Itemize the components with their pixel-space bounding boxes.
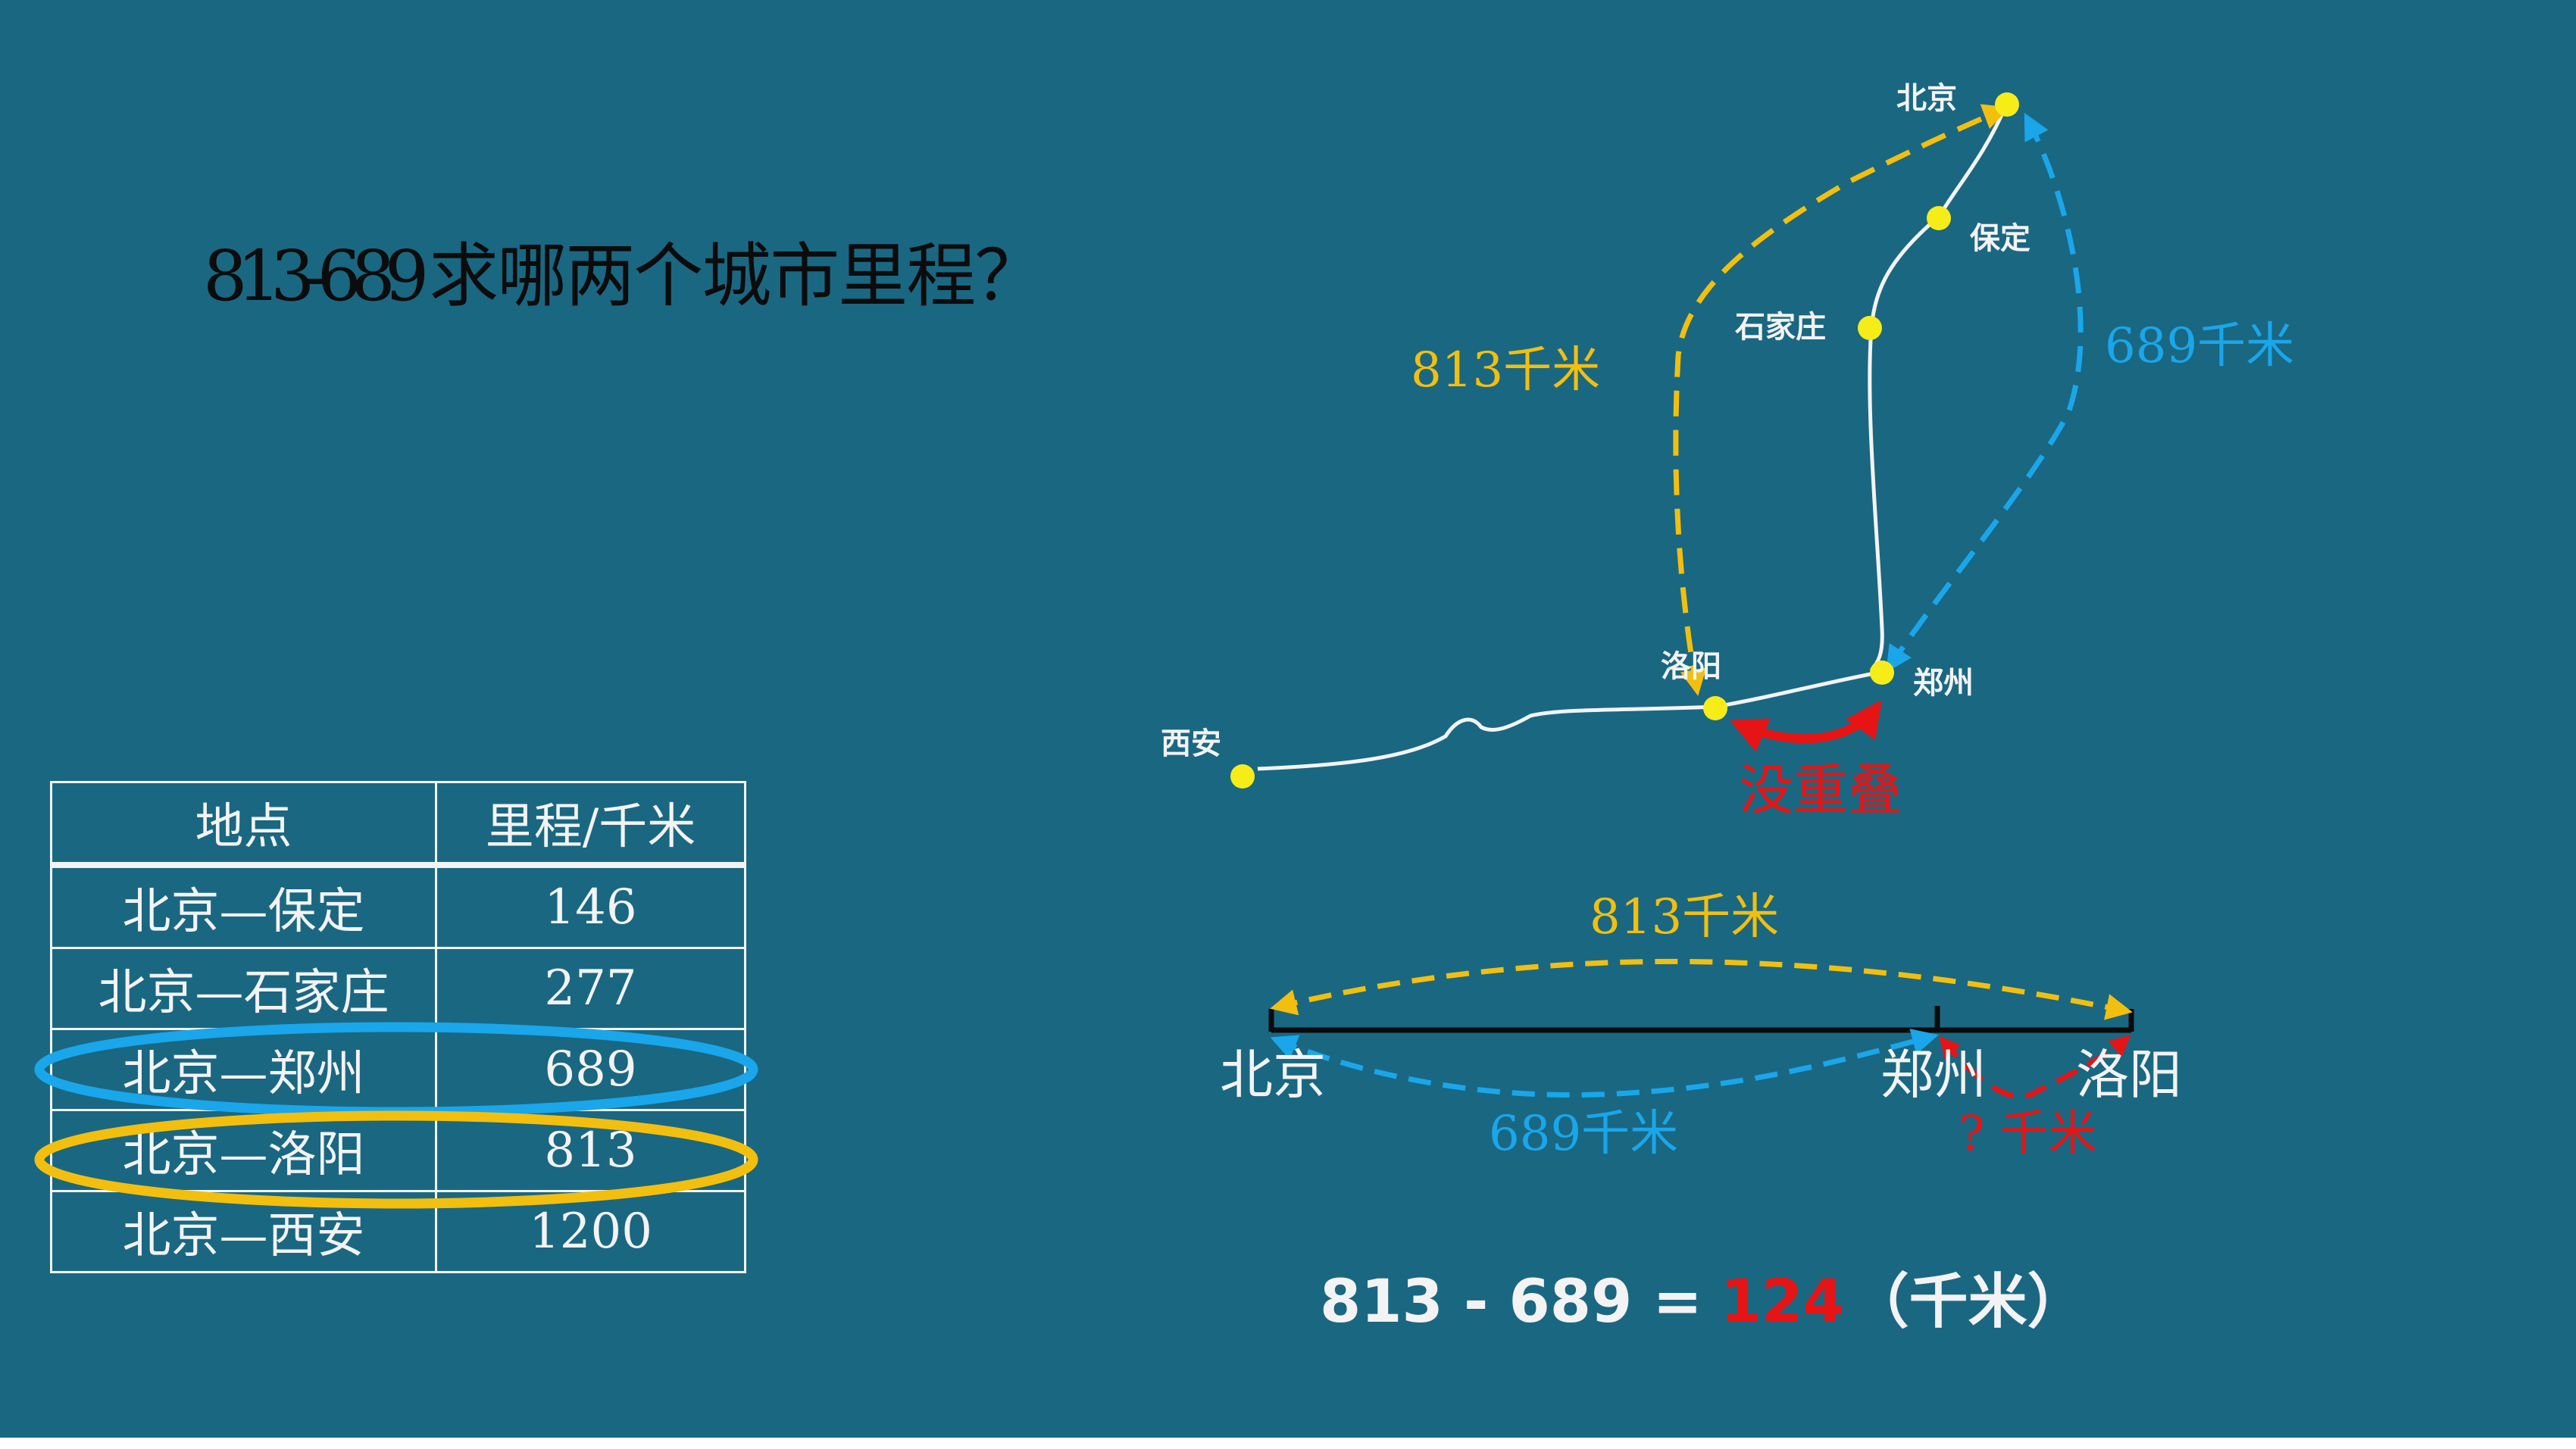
equation: 813 - 689 = 124（千米） xyxy=(1320,1268,2087,1336)
table-cell-mileage: 146 xyxy=(435,863,746,949)
table-cell-route: 北京—石家庄 xyxy=(50,947,437,1030)
segment-label-middle: 郑州 xyxy=(1880,1044,1987,1106)
table-row: 北京—石家庄 277 xyxy=(50,947,746,1030)
question-numbers: 813-689 xyxy=(203,236,429,317)
route-beijing-zhengzhou-blue xyxy=(1886,112,2084,673)
segment-unknown-label: ? 千米 xyxy=(1959,1106,2097,1162)
table-header-row: 地点 里程/千米 xyxy=(50,781,746,868)
equation-left: 813 - 689 = xyxy=(1320,1268,1702,1336)
equation-result: 124 xyxy=(1721,1268,1844,1336)
railway-zhengzhou-xian xyxy=(1257,670,1883,771)
bottom-band xyxy=(0,1438,2576,1449)
highlight-ellipse-zhengzhou xyxy=(34,1022,758,1117)
no-overlap-arrow xyxy=(1730,700,1882,752)
city-dot-xian xyxy=(1230,764,1255,789)
railway-beijing-zhengzhou xyxy=(1868,104,2009,672)
map-label-yellow-route: 813千米 xyxy=(1411,342,1600,398)
city-label-shijiazhuang: 石家庄 xyxy=(1735,310,1826,345)
city-label-beijing: 北京 xyxy=(1896,81,1957,116)
city-dot-zhengzhou xyxy=(1870,660,1894,685)
no-overlap-label: 没重叠 xyxy=(1739,758,1902,822)
segment-label-end: 洛阳 xyxy=(2076,1044,2182,1106)
city-dot-shijiazhuang xyxy=(1858,316,1882,340)
table-header-mileage: 里程/千米 xyxy=(435,781,746,868)
highlight-ellipse-luoyang xyxy=(34,1110,758,1209)
segment-unknown-arc xyxy=(1939,1035,2131,1099)
question-text: 求哪两个城市里程？ xyxy=(429,236,1044,317)
table-row: 北京—保定 146 xyxy=(50,863,746,949)
equation-unit: （千米） xyxy=(1850,1268,2087,1336)
segment-part-arc xyxy=(1270,1029,1939,1098)
table-cell-mileage: 277 xyxy=(435,947,746,1030)
city-label-luoyang: 洛阳 xyxy=(1661,649,1721,684)
city-dot-luoyang xyxy=(1703,696,1727,720)
segment-total-arc xyxy=(1270,958,2133,1020)
city-label-zhengzhou: 郑州 xyxy=(1913,666,1974,701)
table-header-place: 地点 xyxy=(50,781,437,868)
route-beijing-luoyang-yellow xyxy=(1673,104,2010,696)
map-label-blue-route: 689千米 xyxy=(2105,318,2294,374)
table-cell-route: 北京—保定 xyxy=(50,863,437,949)
city-label-xian: 西安 xyxy=(1161,726,1221,761)
segment-part-label: 689千米 xyxy=(1489,1106,1678,1162)
segment-line xyxy=(1268,1006,2134,1033)
city-label-baoding: 保定 xyxy=(1970,221,2030,256)
segment-label-start: 北京 xyxy=(1220,1044,1326,1106)
city-dot-beijing xyxy=(1995,92,2019,117)
city-dot-baoding xyxy=(1927,206,1951,230)
segment-total-label: 813千米 xyxy=(1590,889,1779,945)
